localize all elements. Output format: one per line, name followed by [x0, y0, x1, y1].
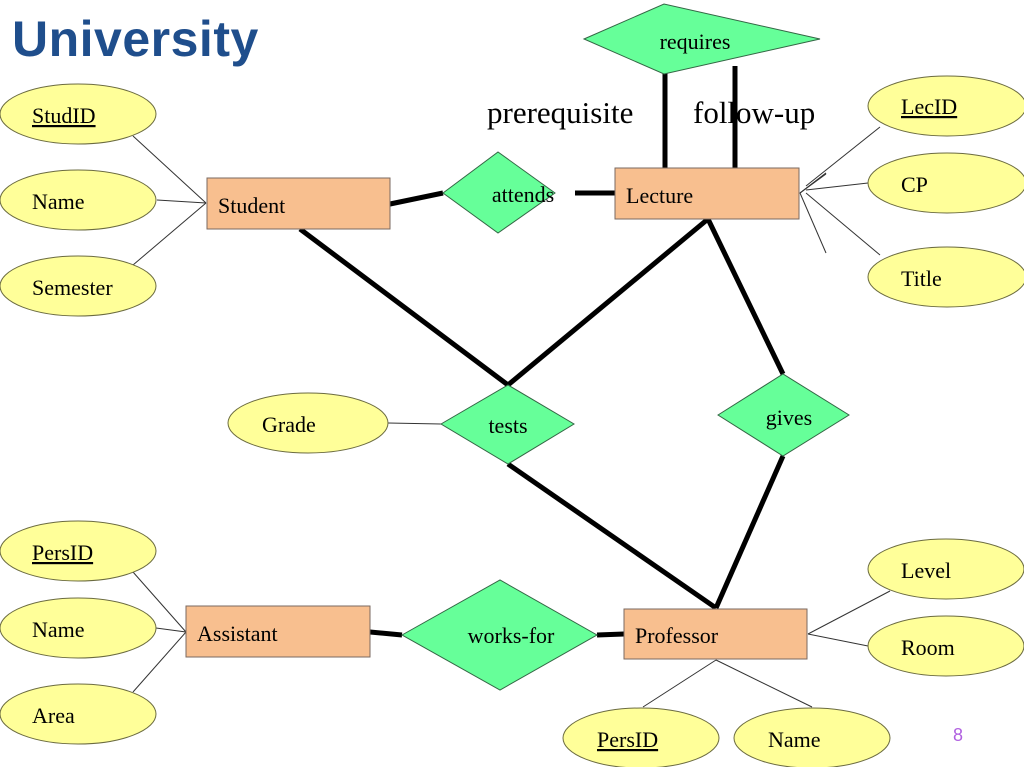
attribute-student-name[interactable]: Name	[0, 169, 157, 231]
entity-label: Assistant	[197, 621, 278, 646]
entity-lecture[interactable]: Lecture	[614, 167, 800, 220]
attribute-label: Name	[32, 189, 85, 214]
line-assistant-worksfor	[369, 629, 403, 638]
entity-professor[interactable]: Professor	[623, 608, 808, 660]
connector-room	[807, 633, 869, 647]
entity-student[interactable]: Student	[206, 177, 391, 230]
attribute-connectors	[132, 126, 891, 708]
connector-lecid	[805, 126, 881, 187]
relationship-attends[interactable]: attends	[442, 151, 556, 234]
attribute-label: PersID	[597, 727, 658, 752]
attribute-studid[interactable]: StudID	[0, 83, 157, 145]
connector-persid-p	[642, 659, 717, 708]
line-tests-professor	[506, 461, 718, 611]
attribute-lecid[interactable]: LecID	[867, 75, 1024, 137]
slide-title: University	[12, 11, 259, 67]
relationship-label: requires	[660, 29, 731, 54]
connector-grade	[387, 422, 442, 425]
connector-student-name	[156, 199, 207, 204]
relationship-gives[interactable]: gives	[717, 373, 850, 457]
page-number: 8	[953, 725, 963, 745]
connector-studid	[132, 135, 207, 204]
role-label-follow-up: follow-up	[693, 95, 815, 130]
line-lecture-gives	[705, 217, 786, 376]
attribute-cp[interactable]: CP	[867, 152, 1024, 214]
connector-assistant-name	[155, 627, 187, 633]
attribute-label: Name	[768, 727, 821, 752]
relationship-tests[interactable]: tests	[440, 384, 575, 465]
line-student-attends	[389, 190, 444, 207]
attribute-professor-persid[interactable]: PersID	[562, 707, 720, 767]
attribute-label: Room	[901, 635, 955, 660]
line-worksfor-professor	[596, 631, 625, 638]
attribute-semester[interactable]: Semester	[0, 255, 157, 317]
attribute-assistant-persid[interactable]: PersID	[0, 520, 157, 582]
relationship-label: attends	[492, 182, 554, 207]
connector-cp	[805, 182, 869, 191]
connector-level	[807, 590, 891, 635]
attribute-label: StudID	[32, 103, 96, 128]
attribute-area[interactable]: Area	[0, 683, 157, 745]
connector-title	[805, 192, 881, 256]
attribute-label: CP	[901, 172, 928, 197]
connector-professor-name	[715, 659, 813, 708]
attribute-title[interactable]: Title	[867, 246, 1024, 308]
role-label-prerequisite: prerequisite	[487, 95, 633, 130]
line-student-tests	[298, 227, 510, 387]
relationship-label: gives	[766, 405, 812, 430]
attribute-label: LecID	[901, 94, 957, 119]
connector-semester	[132, 202, 207, 266]
attribute-label: Name	[32, 617, 85, 642]
relationship-label: works-for	[468, 623, 555, 648]
attribute-level[interactable]: Level	[867, 538, 1024, 600]
connector-persid-a	[132, 571, 187, 633]
attribute-room[interactable]: Room	[867, 615, 1024, 677]
relationship-connectors	[298, 66, 786, 638]
attribute-label: Area	[32, 703, 75, 728]
entity-assistant[interactable]: Assistant	[185, 605, 371, 658]
attribute-assistant-name[interactable]: Name	[0, 597, 157, 659]
attribute-label: Grade	[262, 412, 316, 437]
relationship-label: tests	[488, 413, 527, 438]
attribute-professor-name[interactable]: Name	[733, 707, 891, 767]
attribute-label: Title	[901, 266, 942, 291]
attribute-label: PersID	[32, 540, 93, 565]
attribute-grade[interactable]: Grade	[227, 392, 389, 454]
line-lecture-tests	[506, 217, 710, 387]
entity-label: Student	[218, 193, 285, 218]
connector-area	[132, 631, 187, 693]
attribute-label: Semester	[32, 275, 113, 300]
attribute-label: Level	[901, 558, 951, 583]
line-gives-professor	[713, 454, 786, 610]
entity-label: Professor	[635, 623, 719, 648]
entity-label: Lecture	[626, 183, 693, 208]
relationship-requires[interactable]: requires	[582, 3, 821, 75]
relationship-works-for[interactable]: works-for	[400, 579, 599, 691]
